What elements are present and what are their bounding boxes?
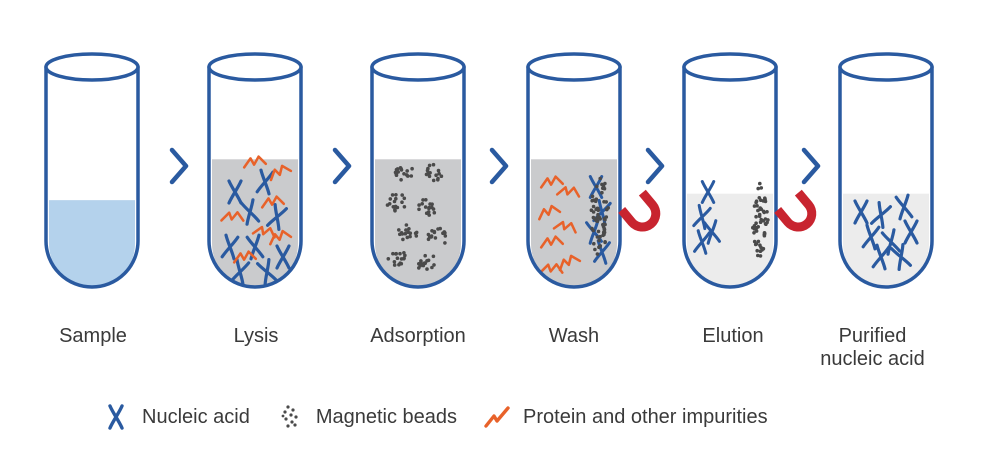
protein-impurity xyxy=(558,254,582,272)
tube-contents-purified xyxy=(843,193,929,287)
nucleic-acid xyxy=(871,243,891,271)
nucleic-acid xyxy=(245,233,265,261)
nucleic-acid xyxy=(255,168,275,196)
protein-impurity xyxy=(539,263,564,274)
magnetic-bead-cluster xyxy=(751,181,770,258)
nucleic-acid xyxy=(703,219,721,245)
tube-rim xyxy=(838,52,934,82)
magnetic-bead-cluster xyxy=(417,198,437,217)
magnetic-bead-cluster xyxy=(393,166,414,182)
tube-outline xyxy=(207,65,303,289)
protein-impurity xyxy=(538,204,562,221)
tube-rim xyxy=(44,52,140,82)
nucleic-acid xyxy=(220,233,240,261)
protein-impurity xyxy=(242,155,268,169)
step-label-purified: Purified nucleic acid xyxy=(820,325,925,370)
tube-sample xyxy=(44,52,140,289)
nucleic-acid xyxy=(869,201,893,229)
protein-impurity xyxy=(260,195,286,209)
nucleic-acid-icon xyxy=(108,404,124,430)
nucleic-acid xyxy=(903,219,919,245)
chevron-arrow-icon xyxy=(489,147,509,185)
magnetic-bead-cluster xyxy=(417,253,436,271)
magnetic-beads-icon xyxy=(281,405,298,428)
protein-impurity xyxy=(232,250,258,264)
step-label-wash: Wash xyxy=(548,325,600,347)
nucleic-acid xyxy=(265,203,289,231)
protein-impurity xyxy=(251,225,276,239)
magnetic-bead-cluster xyxy=(385,193,407,213)
tube-rim xyxy=(682,52,778,82)
legend: Nucleic acid Magnetic beads Protein and … xyxy=(100,400,792,434)
tube-contents-lysis xyxy=(212,155,298,287)
liquid-sample xyxy=(49,200,135,287)
tube-outline xyxy=(526,65,622,289)
tube-rim xyxy=(370,52,466,82)
step-label-adsorption: Adsorption xyxy=(370,325,466,347)
protein-impurity-icon xyxy=(484,406,510,428)
nucleic-acid xyxy=(894,193,914,221)
magnetic-bead-cluster xyxy=(424,162,444,183)
legend-item-magnetic-beads: Magnetic beads xyxy=(274,401,457,433)
nucleic-acid xyxy=(861,223,881,251)
protein-impurity xyxy=(552,220,577,234)
legend-label-protein: Protein and other impurities xyxy=(523,405,768,428)
magnet-icon xyxy=(618,189,661,232)
nucleic-acid xyxy=(692,203,712,231)
nucleic-acid xyxy=(889,243,913,271)
liquid-lysis xyxy=(212,159,298,287)
tube-rim xyxy=(207,52,303,82)
tube-outline xyxy=(838,65,934,289)
protein-impurity xyxy=(220,211,245,222)
nucleic-acid xyxy=(880,228,902,256)
tube-rim xyxy=(526,52,622,82)
protein-impurity xyxy=(555,186,581,198)
magnetic-bead-cluster xyxy=(426,226,448,245)
step-label-lysis: Lysis xyxy=(233,325,279,347)
nucleic-acid xyxy=(255,258,279,286)
tube-contents-elution xyxy=(687,180,773,287)
chevron-arrow-icon xyxy=(169,147,189,185)
step-label-elution: Elution xyxy=(702,325,764,347)
nucleic-acid xyxy=(275,244,291,270)
tube-lysis xyxy=(207,52,303,289)
chevron-arrow-icon xyxy=(801,147,821,185)
magnet-icon xyxy=(774,189,817,232)
chevron-arrow-icon xyxy=(332,147,352,185)
liquid-adsorption xyxy=(375,159,461,287)
nucleic-acid xyxy=(227,179,243,205)
nucleic-acid xyxy=(693,229,711,255)
legend-label-magnetic-beads: Magnetic beads xyxy=(315,405,458,428)
step-label-sample: Sample xyxy=(59,325,127,347)
tube-adsorption xyxy=(370,52,466,289)
chevron-arrow-icon xyxy=(645,147,665,185)
magnetic-bead-cluster xyxy=(397,223,419,242)
tube-contents-wash xyxy=(531,159,617,287)
tube-wash xyxy=(526,52,622,289)
nucleic-acid xyxy=(593,239,611,265)
tube-contents-sample xyxy=(49,200,135,287)
legend-item-protein: Protein and other impurities xyxy=(481,401,768,433)
tube-outline xyxy=(44,65,140,289)
nucleic-acid xyxy=(700,180,716,204)
legend-label-nucleic-acid: Nucleic acid xyxy=(142,405,250,428)
legend-item-nucleic-acid: Nucleic acid xyxy=(100,401,250,433)
magnetic-bead-cluster xyxy=(386,251,407,267)
tube-purified xyxy=(838,52,934,289)
protein-impurity xyxy=(539,175,565,189)
magnetic-bead-cluster xyxy=(589,176,610,256)
tube-outline xyxy=(682,65,778,289)
tube-elution xyxy=(682,52,778,289)
protein-impurity xyxy=(269,164,293,182)
nucleic-acid xyxy=(853,199,869,225)
tube-contents-adsorption xyxy=(375,159,461,287)
tube-outline xyxy=(370,65,466,289)
protein-impurity xyxy=(269,229,293,246)
nucleic-acid xyxy=(239,198,261,226)
protein-impurity xyxy=(539,235,565,249)
